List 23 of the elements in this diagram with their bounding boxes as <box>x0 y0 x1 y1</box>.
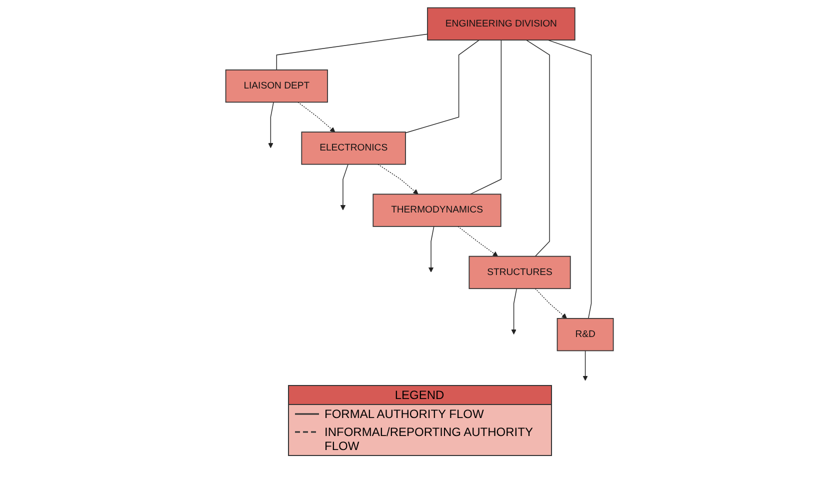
arrow <box>268 101 274 148</box>
arrow <box>511 288 517 334</box>
node-box: STRUCTURES <box>468 255 571 289</box>
arrow <box>298 101 336 132</box>
arrow <box>534 288 567 318</box>
legend-text: INFORMAL/REPORTING AUTHORITY FLOW <box>324 425 534 453</box>
node-box: ELECTRONICS <box>301 131 406 164</box>
legend-heading: LEGEND <box>288 386 550 405</box>
connector <box>276 33 428 70</box>
arrow <box>428 226 434 272</box>
arrow <box>582 350 588 380</box>
connector <box>470 39 502 194</box>
arrow <box>378 163 418 194</box>
arrow <box>458 226 498 256</box>
node-box: R&D <box>556 318 614 351</box>
node-box: THERMODYNAMICS <box>372 193 502 226</box>
node-box: ENGINEERING DIVISION <box>427 6 576 40</box>
connector <box>526 39 550 256</box>
connector <box>548 39 592 318</box>
arrow <box>340 163 348 210</box>
legend-text: FORMAL AUTHORITY FLOW <box>324 407 484 421</box>
node-box: LIAISON DEPT <box>225 68 328 102</box>
connector <box>405 39 480 133</box>
